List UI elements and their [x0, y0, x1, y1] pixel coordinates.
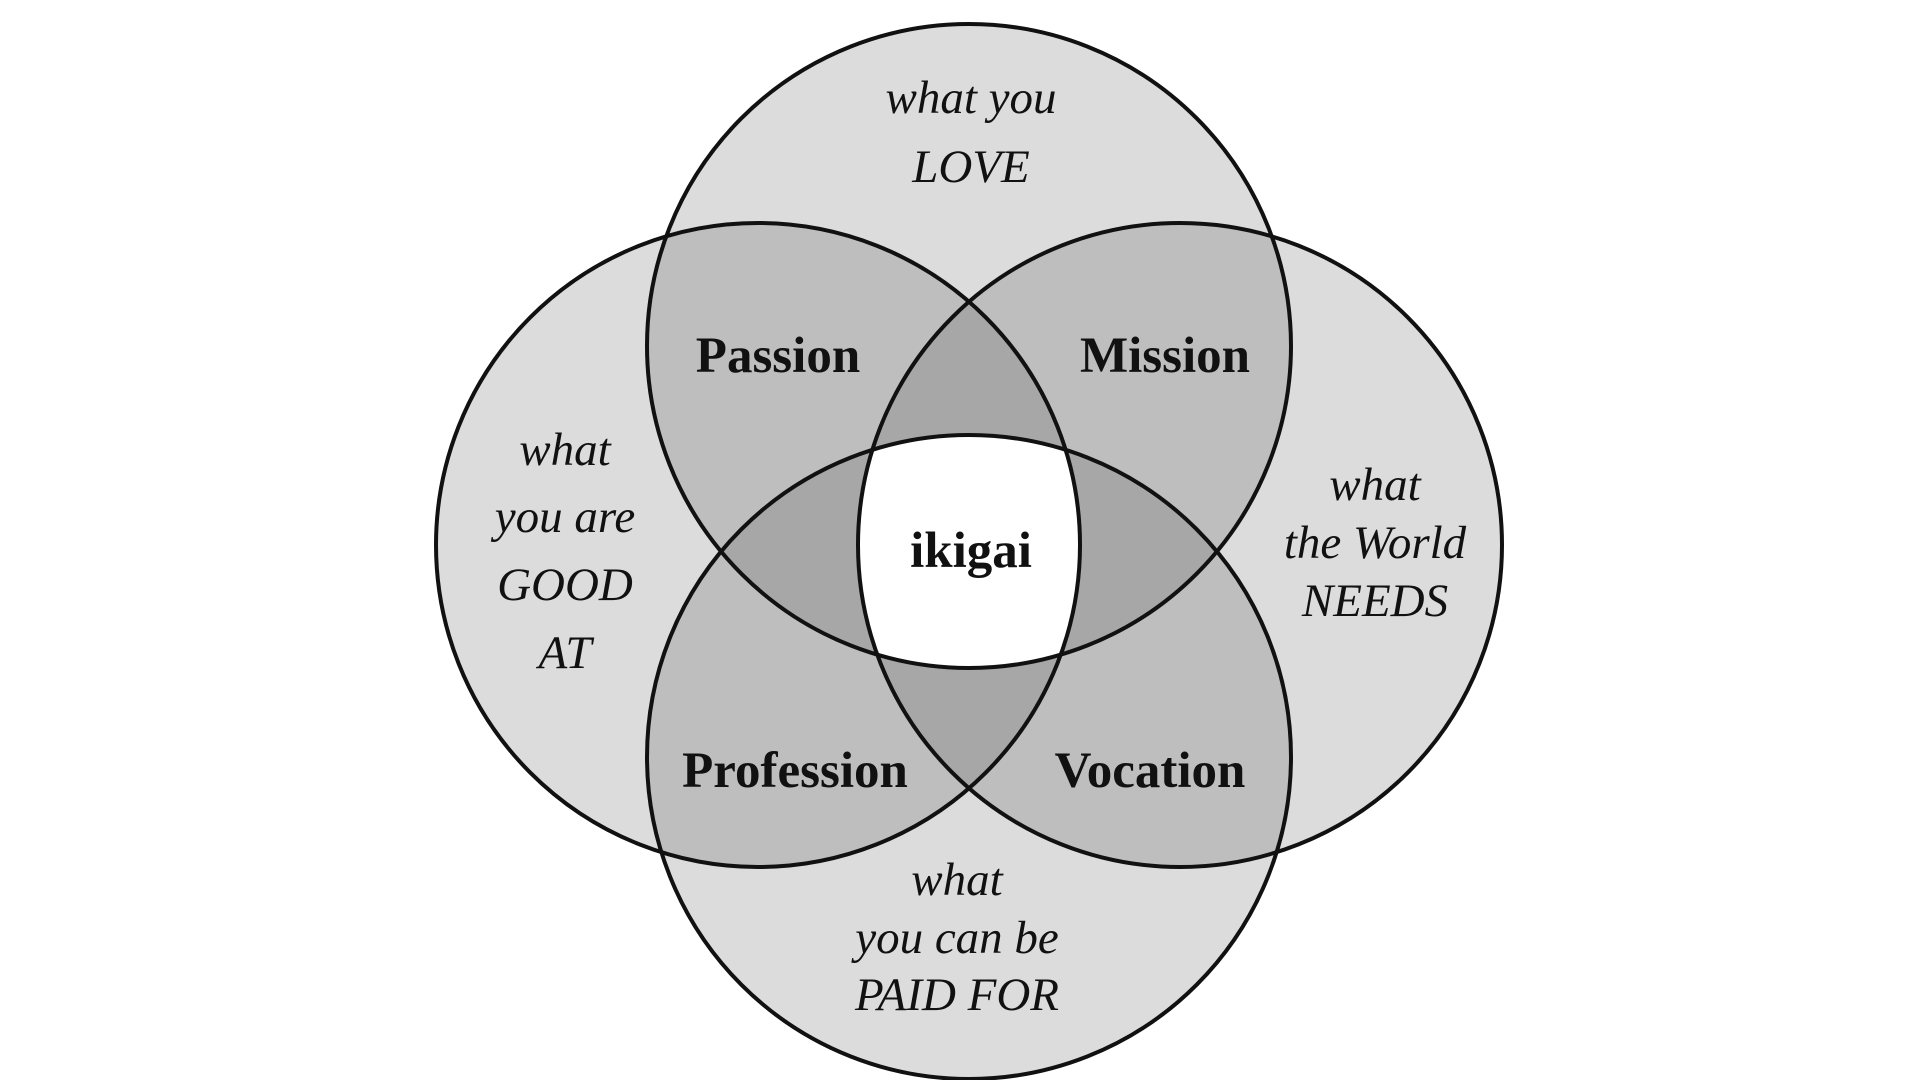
label-paid-line3: PAID FOR — [854, 969, 1059, 1021]
label-passion: Passion — [696, 328, 860, 384]
label-love-line1: what you — [885, 72, 1056, 124]
label-good-at-line1: what — [519, 424, 611, 476]
label-good-at-line2: you are — [491, 491, 636, 543]
label-good-at-line4: AT — [535, 627, 594, 679]
label-world-needs-line3: NEEDS — [1301, 575, 1448, 627]
label-love-line2: LOVE — [911, 141, 1030, 193]
label-profession: Profession — [682, 743, 908, 799]
label-good-at-line3: GOOD — [497, 559, 633, 611]
label-vocation: Vocation — [1055, 743, 1246, 799]
label-world-needs-line2: the World — [1284, 517, 1467, 569]
label-paid-line2: you can be — [851, 912, 1059, 964]
label-mission: Mission — [1080, 328, 1250, 384]
label-paid-line1: what — [911, 854, 1003, 906]
label-world-needs-line1: what — [1329, 459, 1421, 511]
label-ikigai: ikigai — [910, 523, 1032, 579]
